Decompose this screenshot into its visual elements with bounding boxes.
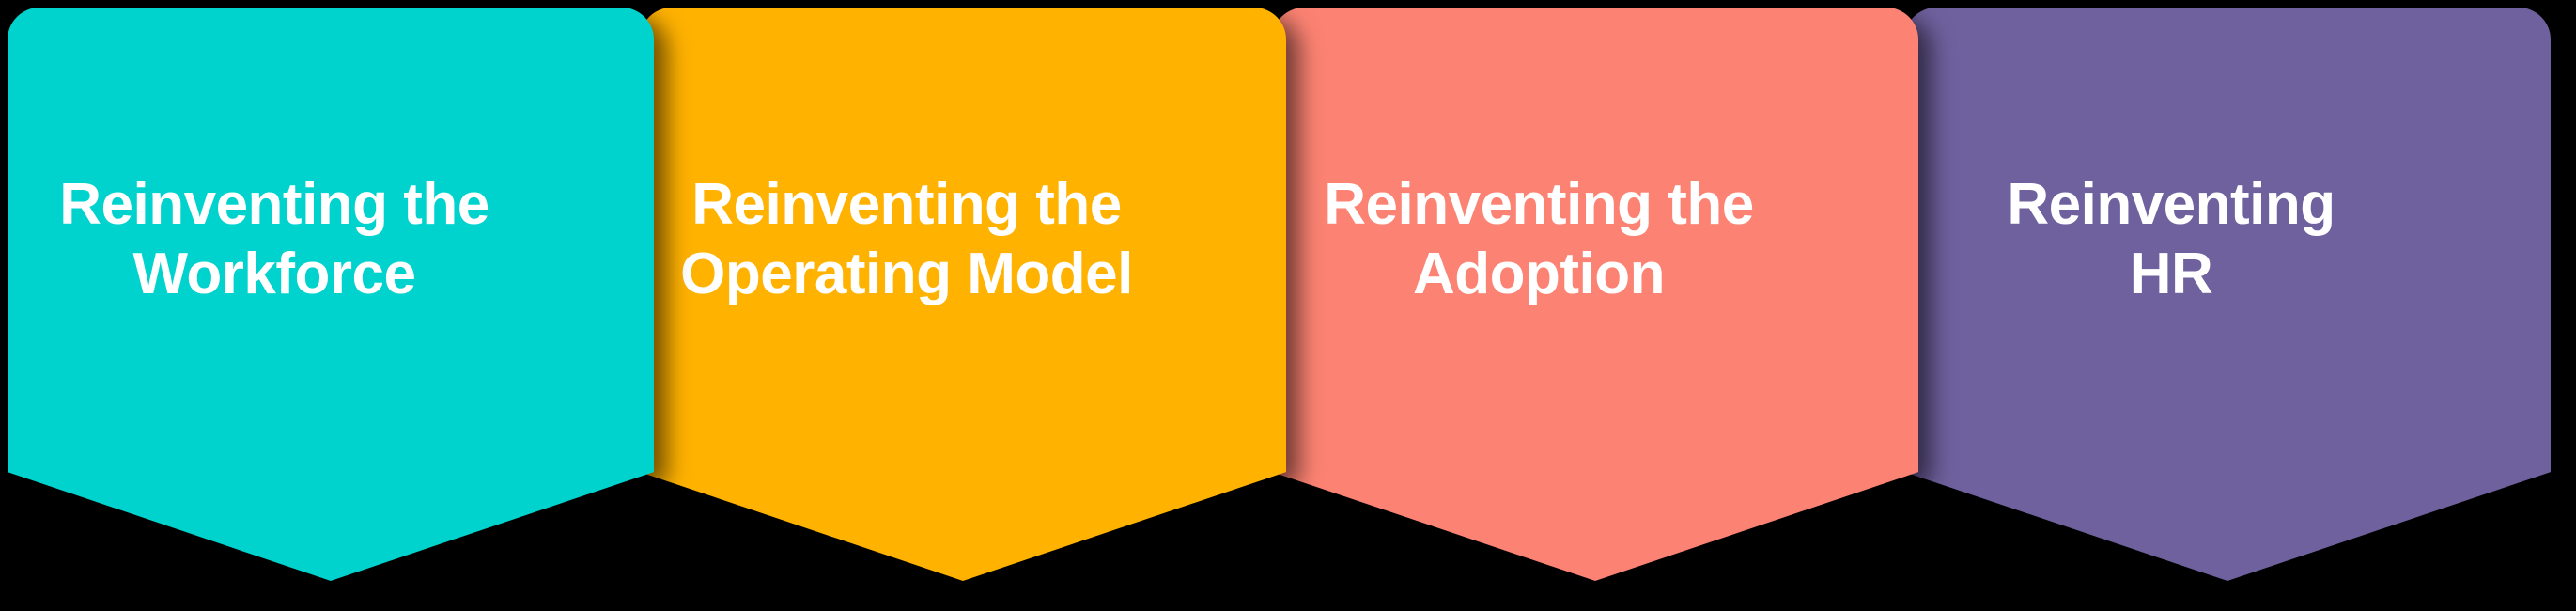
- banner-hr-label-line2: HR: [2129, 242, 2213, 307]
- banner-hr-shape: Reinventing HR: [1904, 8, 2551, 581]
- banner-workforce-label: Reinventing the Workforce: [8, 8, 654, 472]
- banner-hr-label: Reinventing HR: [1904, 8, 2551, 472]
- banner-operating-model-label-line1: Reinventing the: [691, 172, 1122, 238]
- banner-row: Reinventing the Workforce Reinventing th…: [8, 8, 2551, 581]
- banner-workforce: Reinventing the Workforce: [8, 8, 654, 581]
- banner-workforce-label-line2: Workforce: [132, 242, 417, 307]
- banner-operating-model-shape: Reinventing the Operating Model: [640, 8, 1286, 581]
- banner-adoption-shape: Reinventing the Adoption: [1272, 8, 1918, 581]
- banner-workforce-shape: Reinventing the Workforce: [8, 8, 654, 581]
- banner-hr: Reinventing HR: [1904, 8, 2551, 581]
- banner-operating-model: Reinventing the Operating Model: [640, 8, 1286, 581]
- banner-adoption-label-line1: Reinventing the: [1324, 172, 1754, 238]
- banner-adoption-label: Reinventing the Adoption: [1272, 8, 1918, 472]
- banner-adoption-label-line2: Adoption: [1412, 242, 1666, 307]
- banner-workforce-label-line1: Reinventing the: [59, 172, 489, 238]
- banner-adoption: Reinventing the Adoption: [1272, 8, 1918, 581]
- banner-hr-label-line1: Reinventing: [2007, 172, 2335, 238]
- banner-operating-model-label-line2: Operating Model: [680, 242, 1133, 307]
- banner-operating-model-label: Reinventing the Operating Model: [640, 8, 1286, 472]
